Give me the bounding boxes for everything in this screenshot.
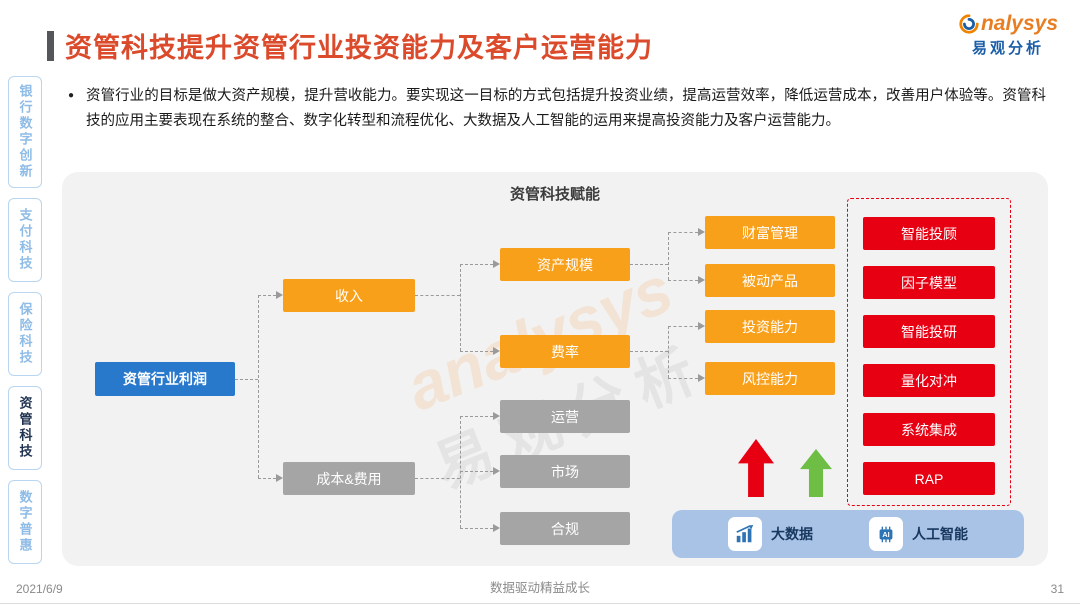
arrowhead-icon <box>493 347 500 355</box>
logo-word: nalysys <box>980 12 1058 35</box>
node-invest-capability: 投资能力 <box>705 310 835 343</box>
up-arrow-red-icon <box>738 439 774 497</box>
sidebar-item-digital-inclusion[interactable]: 数字普惠 <box>8 480 42 564</box>
sidebar-item-insurance-tech[interactable]: 保险科技 <box>8 292 42 376</box>
node-income: 收入 <box>283 279 415 312</box>
page-title: 资管科技提升资管行业投资能力及客户运营能力 <box>65 33 653 63</box>
node-cost: 成本&费用 <box>283 462 415 495</box>
footer-date: 2021/6/9 <box>16 582 63 596</box>
node-factor-model: 因子模型 <box>863 266 995 299</box>
bar-chart-icon <box>728 517 762 551</box>
connector-line <box>258 478 276 479</box>
connector-line <box>460 416 461 528</box>
arrowhead-icon <box>698 374 705 382</box>
arrowhead-icon <box>698 322 705 330</box>
logo-chinese: 易观分析 <box>971 40 1044 57</box>
bullet-icon: ● <box>68 90 75 101</box>
connector-line <box>630 351 668 352</box>
connector-line <box>668 232 698 233</box>
connector-line <box>415 295 460 296</box>
connector-line <box>668 232 669 280</box>
connector-line <box>668 326 669 378</box>
arrowhead-icon <box>493 467 500 475</box>
analysys-swirl-icon <box>959 14 979 34</box>
arrowhead-icon <box>276 291 283 299</box>
arrowhead-icon <box>698 276 705 284</box>
title-accent-bar <box>47 30 54 61</box>
intro-paragraph: ● 资管行业的目标是做大资产规模，提升营收能力。要实现这一目标的方式包括提升投资… <box>68 84 1046 134</box>
sidebar-item-banking-digital[interactable]: 银行数字创新 <box>8 76 42 188</box>
node-operations: 运营 <box>500 400 630 433</box>
sidebar-item-asset-mgmt-tech[interactable]: 资管科技 <box>8 386 42 470</box>
arrowhead-icon <box>493 524 500 532</box>
analysys-logo: nalysys 易观分析 <box>958 12 1058 58</box>
ai-label: 人工智能 <box>912 526 968 542</box>
connector-line <box>668 326 698 327</box>
connector-line <box>460 416 493 417</box>
connector-line <box>460 528 493 529</box>
node-passive-products: 被动产品 <box>705 264 835 297</box>
connector-line <box>668 280 698 281</box>
node-smart-research: 智能投研 <box>863 315 995 348</box>
logo-wordmark: nalysys <box>958 12 1058 36</box>
page-number: 31 <box>1050 582 1064 596</box>
intro-text: 资管行业的目标是做大资产规模，提升营收能力。要实现这一目标的方式包括提升投资业绩… <box>86 88 1046 129</box>
svg-text:AI: AI <box>882 530 889 539</box>
node-fee-rate: 费率 <box>500 335 630 368</box>
node-risk-control: 风控能力 <box>705 362 835 395</box>
arrowhead-icon <box>493 412 500 420</box>
connector-line <box>460 351 493 352</box>
diagram-panel: analysys 易观分析 资管科技赋能 资管行业利润 收入 成本&费用 资产规… <box>62 172 1048 566</box>
node-aum: 资产规模 <box>500 248 630 281</box>
ai-group: AI 人工智能 <box>869 517 968 551</box>
footer-divider <box>0 603 1080 604</box>
connector-line <box>460 264 493 265</box>
connector-line <box>460 264 461 351</box>
ai-chip-icon: AI <box>869 517 903 551</box>
connector-line <box>258 295 259 478</box>
arrowhead-icon <box>493 260 500 268</box>
connector-line <box>668 378 698 379</box>
connector-line <box>415 478 460 479</box>
node-industry-profit: 资管行业利润 <box>95 362 235 396</box>
connector-line <box>235 379 258 380</box>
tech-foundation-bar: 大数据 AI 人工智能 <box>672 510 1024 558</box>
sidebar: 银行数字创新 支付科技 保险科技 资管科技 数字普惠 <box>8 76 42 564</box>
arrowhead-icon <box>276 474 283 482</box>
sidebar-item-payment-tech[interactable]: 支付科技 <box>8 198 42 282</box>
bigdata-group: 大数据 <box>728 517 813 551</box>
diagram-title: 资管科技赋能 <box>509 186 600 203</box>
node-wealth-mgmt: 财富管理 <box>705 216 835 249</box>
bigdata-label: 大数据 <box>771 526 813 542</box>
tech-solutions-frame <box>847 198 1011 506</box>
node-compliance: 合规 <box>500 512 630 545</box>
header: 资管科技提升资管行业投资能力及客户运营能力 <box>47 26 653 65</box>
connector-line <box>630 264 668 265</box>
node-system-integration: 系统集成 <box>863 413 995 446</box>
node-market: 市场 <box>500 455 630 488</box>
connector-line <box>258 295 276 296</box>
node-rap: RAP <box>863 462 995 495</box>
footer-slogan: 数据驱动精益成长 <box>489 581 590 595</box>
node-quant-hedging: 量化对冲 <box>863 364 995 397</box>
node-robo-advisor: 智能投顾 <box>863 217 995 250</box>
up-arrow-green-icon <box>800 449 832 497</box>
connector-line <box>460 471 493 472</box>
arrowhead-icon <box>698 228 705 236</box>
